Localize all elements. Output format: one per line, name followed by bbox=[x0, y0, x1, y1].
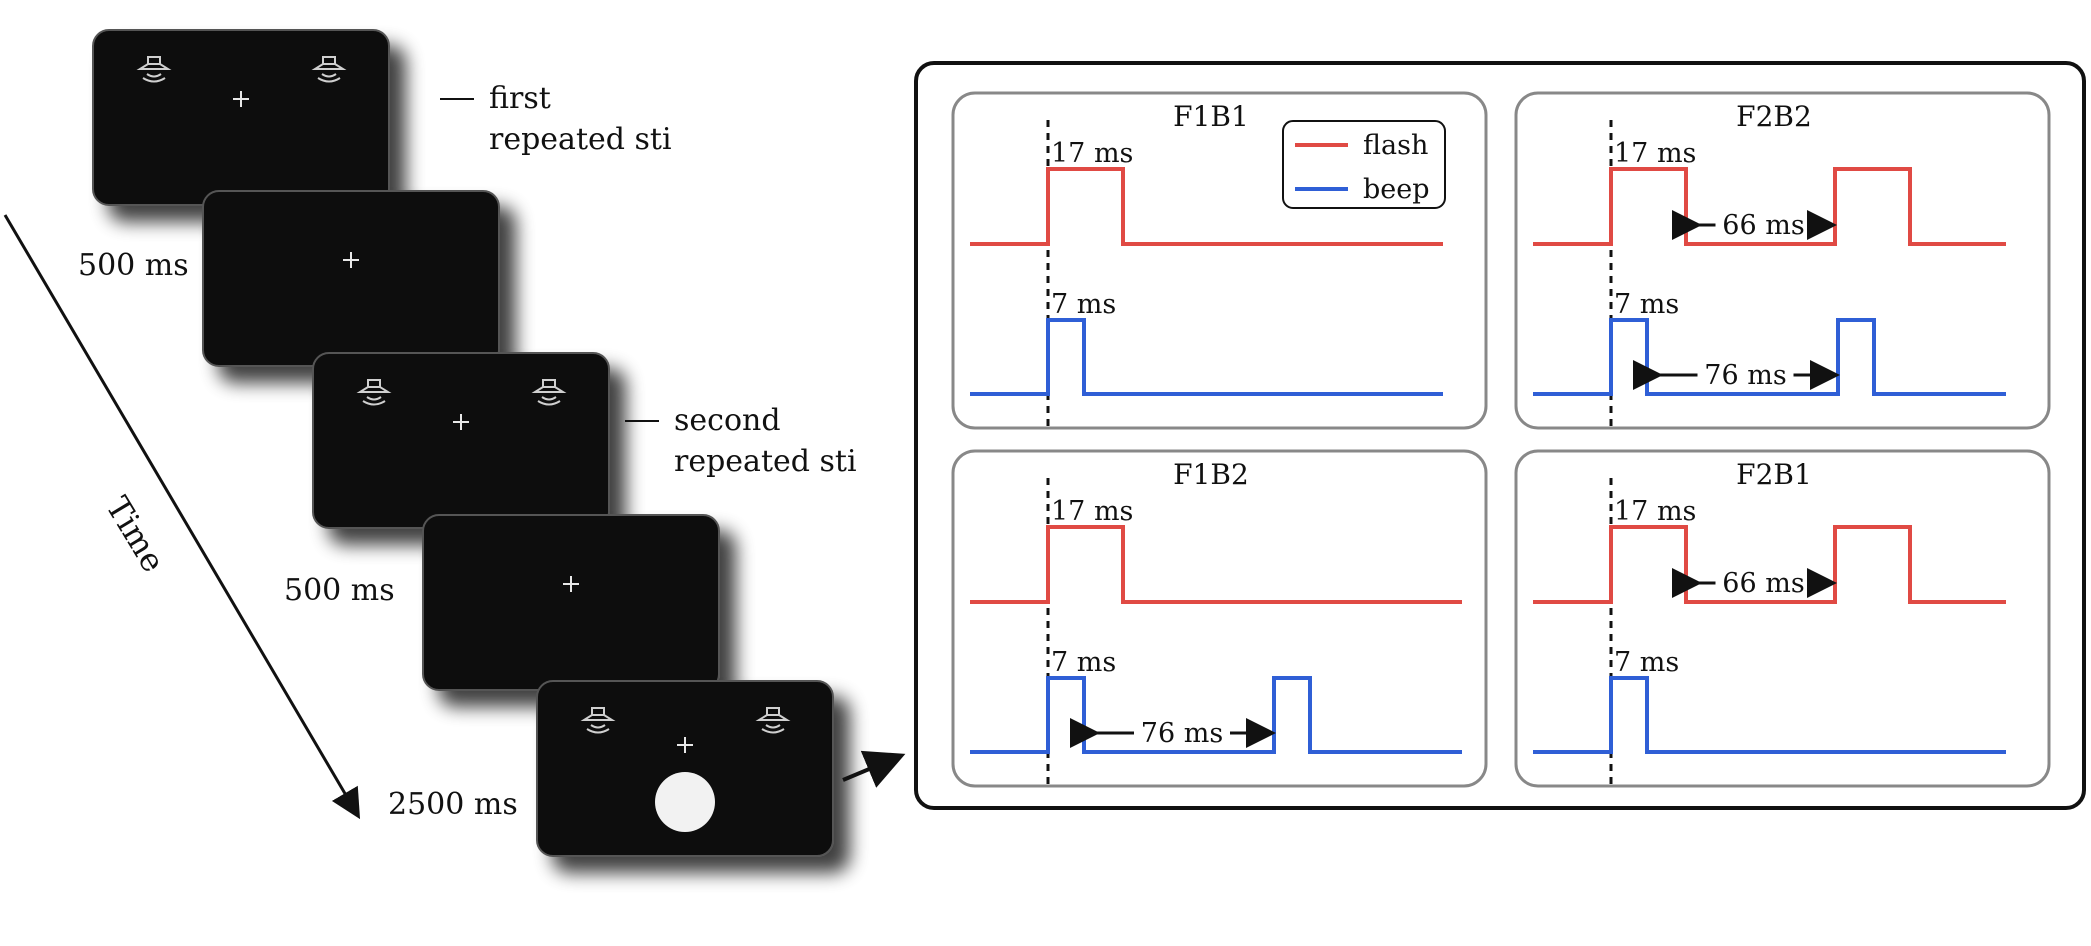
duration-label: 500 ms bbox=[284, 573, 395, 608]
speaker-cone bbox=[755, 714, 791, 721]
beep-gap-annotation: 76 ms bbox=[1633, 360, 1840, 391]
panel-title: F2B1 bbox=[1736, 458, 1812, 491]
flash-duration-label: 17 ms bbox=[1051, 138, 1133, 169]
speaker-icon bbox=[531, 379, 567, 406]
speaker-icon bbox=[356, 379, 392, 406]
beep-duration-label: 7 ms bbox=[1614, 647, 1679, 678]
screen-background bbox=[536, 680, 834, 857]
screen-s2: 500 ms bbox=[78, 190, 500, 367]
panel-title: F1B1 bbox=[1173, 100, 1249, 133]
panel-frame bbox=[1514, 449, 2051, 788]
speaker-cone bbox=[356, 386, 392, 393]
panel-frame bbox=[1514, 91, 2051, 430]
sound-wave bbox=[590, 724, 606, 729]
fixation-cross bbox=[563, 576, 579, 592]
gap-label: 66 ms bbox=[1722, 210, 1804, 241]
beep-trace bbox=[1533, 318, 2006, 396]
speaker-icon bbox=[580, 707, 616, 734]
beep-duration-label: 7 ms bbox=[1614, 289, 1679, 320]
fixation-cross bbox=[677, 737, 693, 753]
flash-disk bbox=[655, 772, 715, 832]
timing-panels: F1B1 17 ms 7 ms flash beep F2B2 17 ms 7 ms 66 ms… bbox=[914, 61, 2086, 810]
sound-wave bbox=[362, 400, 386, 406]
gap-label: 66 ms bbox=[1722, 568, 1804, 599]
screen-background bbox=[202, 190, 500, 367]
fixation-cross bbox=[453, 414, 469, 430]
panel-F1B2: F1B2 17 ms 7 ms 76 ms bbox=[951, 449, 1488, 788]
sound-wave bbox=[146, 73, 162, 78]
beep-duration-label: 7 ms bbox=[1051, 289, 1116, 320]
legend-box bbox=[1282, 120, 1446, 209]
gap-label: 76 ms bbox=[1141, 718, 1223, 749]
screen-background bbox=[422, 514, 720, 691]
sound-wave bbox=[761, 728, 785, 734]
duration-label: 2500 ms bbox=[388, 787, 518, 822]
time-label: Time bbox=[98, 490, 172, 579]
speaker-icon bbox=[755, 707, 791, 734]
beep-gap-annotation: 76 ms bbox=[1070, 718, 1276, 749]
panel-F1B1: F1B1 17 ms 7 ms flash beep bbox=[951, 91, 1488, 430]
beep-trace bbox=[970, 676, 1462, 754]
sound-wave bbox=[366, 396, 382, 401]
flash-gap-annotation: 66 ms bbox=[1672, 210, 1837, 241]
screen-background bbox=[312, 352, 610, 529]
beep-trace bbox=[1533, 676, 2006, 754]
caption-line-2: repeated sti bbox=[674, 444, 857, 479]
caption-line-1: first bbox=[489, 81, 551, 116]
flash-trace bbox=[970, 167, 1443, 246]
screen-s3: second repeated sti bbox=[312, 352, 857, 529]
legend-label-flash: flash bbox=[1363, 130, 1428, 161]
fixation-cross bbox=[233, 91, 249, 107]
flash-trace bbox=[970, 525, 1462, 604]
fixation-cross bbox=[343, 252, 359, 268]
time-arrow bbox=[3, 214, 361, 820]
screen-background bbox=[92, 29, 390, 206]
panel-F2B2: F2B2 17 ms 7 ms 66 ms 76 ms bbox=[1514, 91, 2051, 430]
beep-trace bbox=[970, 318, 1443, 396]
gap-label: 76 ms bbox=[1704, 360, 1786, 391]
panel-title: F2B2 bbox=[1736, 100, 1812, 133]
screen-s4: 500 ms bbox=[284, 514, 720, 691]
speaker-cone bbox=[136, 63, 172, 70]
legend-label-beep: beep bbox=[1363, 174, 1430, 205]
sound-wave bbox=[586, 728, 610, 734]
screen-s5: 2500 ms bbox=[388, 680, 834, 857]
flash-trace bbox=[1533, 167, 2006, 246]
sound-wave bbox=[142, 77, 166, 83]
sound-wave bbox=[765, 724, 781, 729]
speaker-cone bbox=[531, 386, 567, 393]
sound-wave bbox=[317, 77, 341, 83]
flash-duration-label: 17 ms bbox=[1614, 496, 1696, 527]
beep-duration-label: 7 ms bbox=[1051, 647, 1116, 678]
flash-duration-label: 17 ms bbox=[1051, 496, 1133, 527]
speaker-icon bbox=[311, 56, 347, 83]
flash-duration-label: 17 ms bbox=[1614, 138, 1696, 169]
speaker-cone bbox=[580, 714, 616, 721]
screen-s1: first repeated sti bbox=[92, 29, 672, 206]
legend: flash beep bbox=[1282, 120, 1446, 209]
duration-label: 500 ms bbox=[78, 248, 189, 283]
sound-wave bbox=[321, 73, 337, 78]
caption-line-1: second bbox=[674, 403, 781, 438]
trial-sequence: first repeated sti 500 ms second repeated st… bbox=[3, 29, 906, 857]
flash-trace bbox=[1533, 525, 2006, 604]
speaker-cone bbox=[311, 63, 347, 70]
sound-wave bbox=[537, 400, 561, 406]
flash-gap-annotation: 66 ms bbox=[1672, 568, 1837, 599]
to-panels-arrow bbox=[842, 750, 906, 788]
panel-title: F1B2 bbox=[1173, 458, 1249, 491]
panel-F2B1: F2B1 17 ms 7 ms 66 ms bbox=[1514, 449, 2051, 788]
speaker-icon bbox=[136, 56, 172, 83]
sound-wave bbox=[541, 396, 557, 401]
panel-frame bbox=[951, 449, 1488, 788]
caption-line-2: repeated sti bbox=[489, 122, 672, 157]
